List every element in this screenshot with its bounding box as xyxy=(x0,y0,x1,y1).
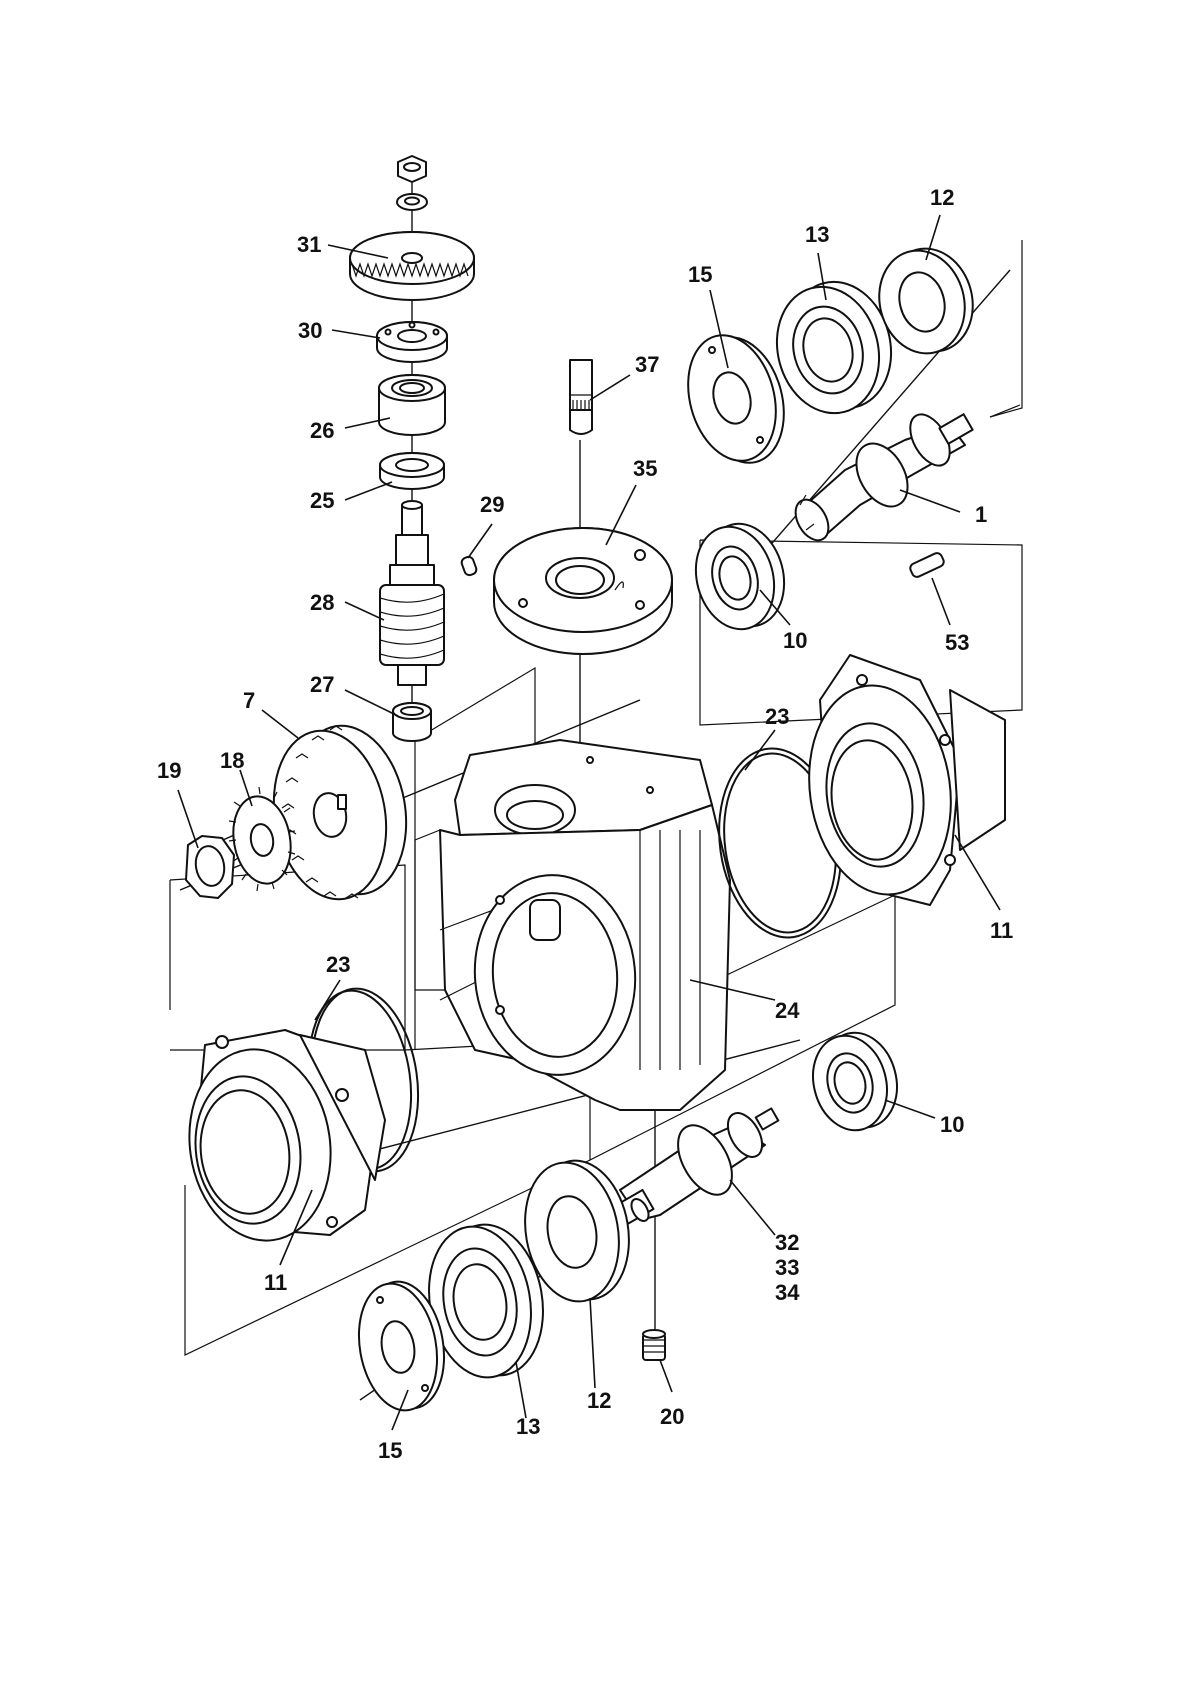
callout-15-bottom: 15 xyxy=(378,1438,402,1463)
shaft-1 xyxy=(789,408,973,546)
callout-11-right: 11 xyxy=(990,918,1013,943)
callout-10-bottom: 10 xyxy=(940,1112,964,1137)
callout-35: 35 xyxy=(633,456,657,481)
callout-13-top: 13 xyxy=(805,222,829,247)
callout-53: 53 xyxy=(945,630,969,655)
plug-20 xyxy=(643,1330,665,1360)
key-53 xyxy=(909,551,946,578)
bearing-10-top xyxy=(685,515,795,638)
callout-23-left: 23 xyxy=(326,952,350,977)
shaft-37 xyxy=(570,360,592,434)
bearing-10-bottom xyxy=(803,1024,907,1138)
callout-25: 25 xyxy=(310,488,334,513)
callout-31: 31 xyxy=(297,232,321,257)
cover-plate-35 xyxy=(494,528,672,654)
nut-19 xyxy=(186,836,234,898)
callout-1: 1 xyxy=(975,502,987,527)
callout-15-top: 15 xyxy=(688,262,712,287)
flange-30 xyxy=(377,322,447,362)
callout-30: 30 xyxy=(298,318,322,343)
spur-gear-31 xyxy=(350,232,474,300)
shaft-32-33-34 xyxy=(617,1107,779,1224)
callout-20: 20 xyxy=(660,1404,684,1429)
top-washer xyxy=(397,194,427,210)
callout-27: 27 xyxy=(310,672,334,697)
key-29 xyxy=(460,555,477,576)
callout-11-left: 11 xyxy=(264,1270,287,1295)
callout-29: 29 xyxy=(480,492,504,517)
callout-13-bottom: 13 xyxy=(516,1414,540,1439)
gearbox-housing-24 xyxy=(415,740,730,1110)
top-nut xyxy=(398,156,426,182)
callout-24: 24 xyxy=(775,998,800,1023)
bearing-26 xyxy=(379,375,445,435)
end-cover-11-left xyxy=(177,1030,385,1250)
worm-shaft-28 xyxy=(380,501,444,685)
callout-33: 33 xyxy=(775,1255,799,1280)
callout-10-top: 10 xyxy=(783,628,807,653)
callout-12-bottom: 12 xyxy=(587,1388,611,1413)
callout-18: 18 xyxy=(220,748,244,773)
callout-26: 26 xyxy=(310,418,334,443)
callout-7: 7 xyxy=(243,688,255,713)
callout-12-top: 12 xyxy=(930,185,954,210)
bush-27 xyxy=(393,703,431,741)
gear-7 xyxy=(261,717,419,909)
callout-32: 32 xyxy=(775,1230,799,1255)
callout-19: 19 xyxy=(157,758,181,783)
callout-23-right: 23 xyxy=(765,704,789,729)
callout-34: 34 xyxy=(775,1280,800,1305)
callout-37: 37 xyxy=(635,352,659,377)
callout-28: 28 xyxy=(310,590,334,615)
